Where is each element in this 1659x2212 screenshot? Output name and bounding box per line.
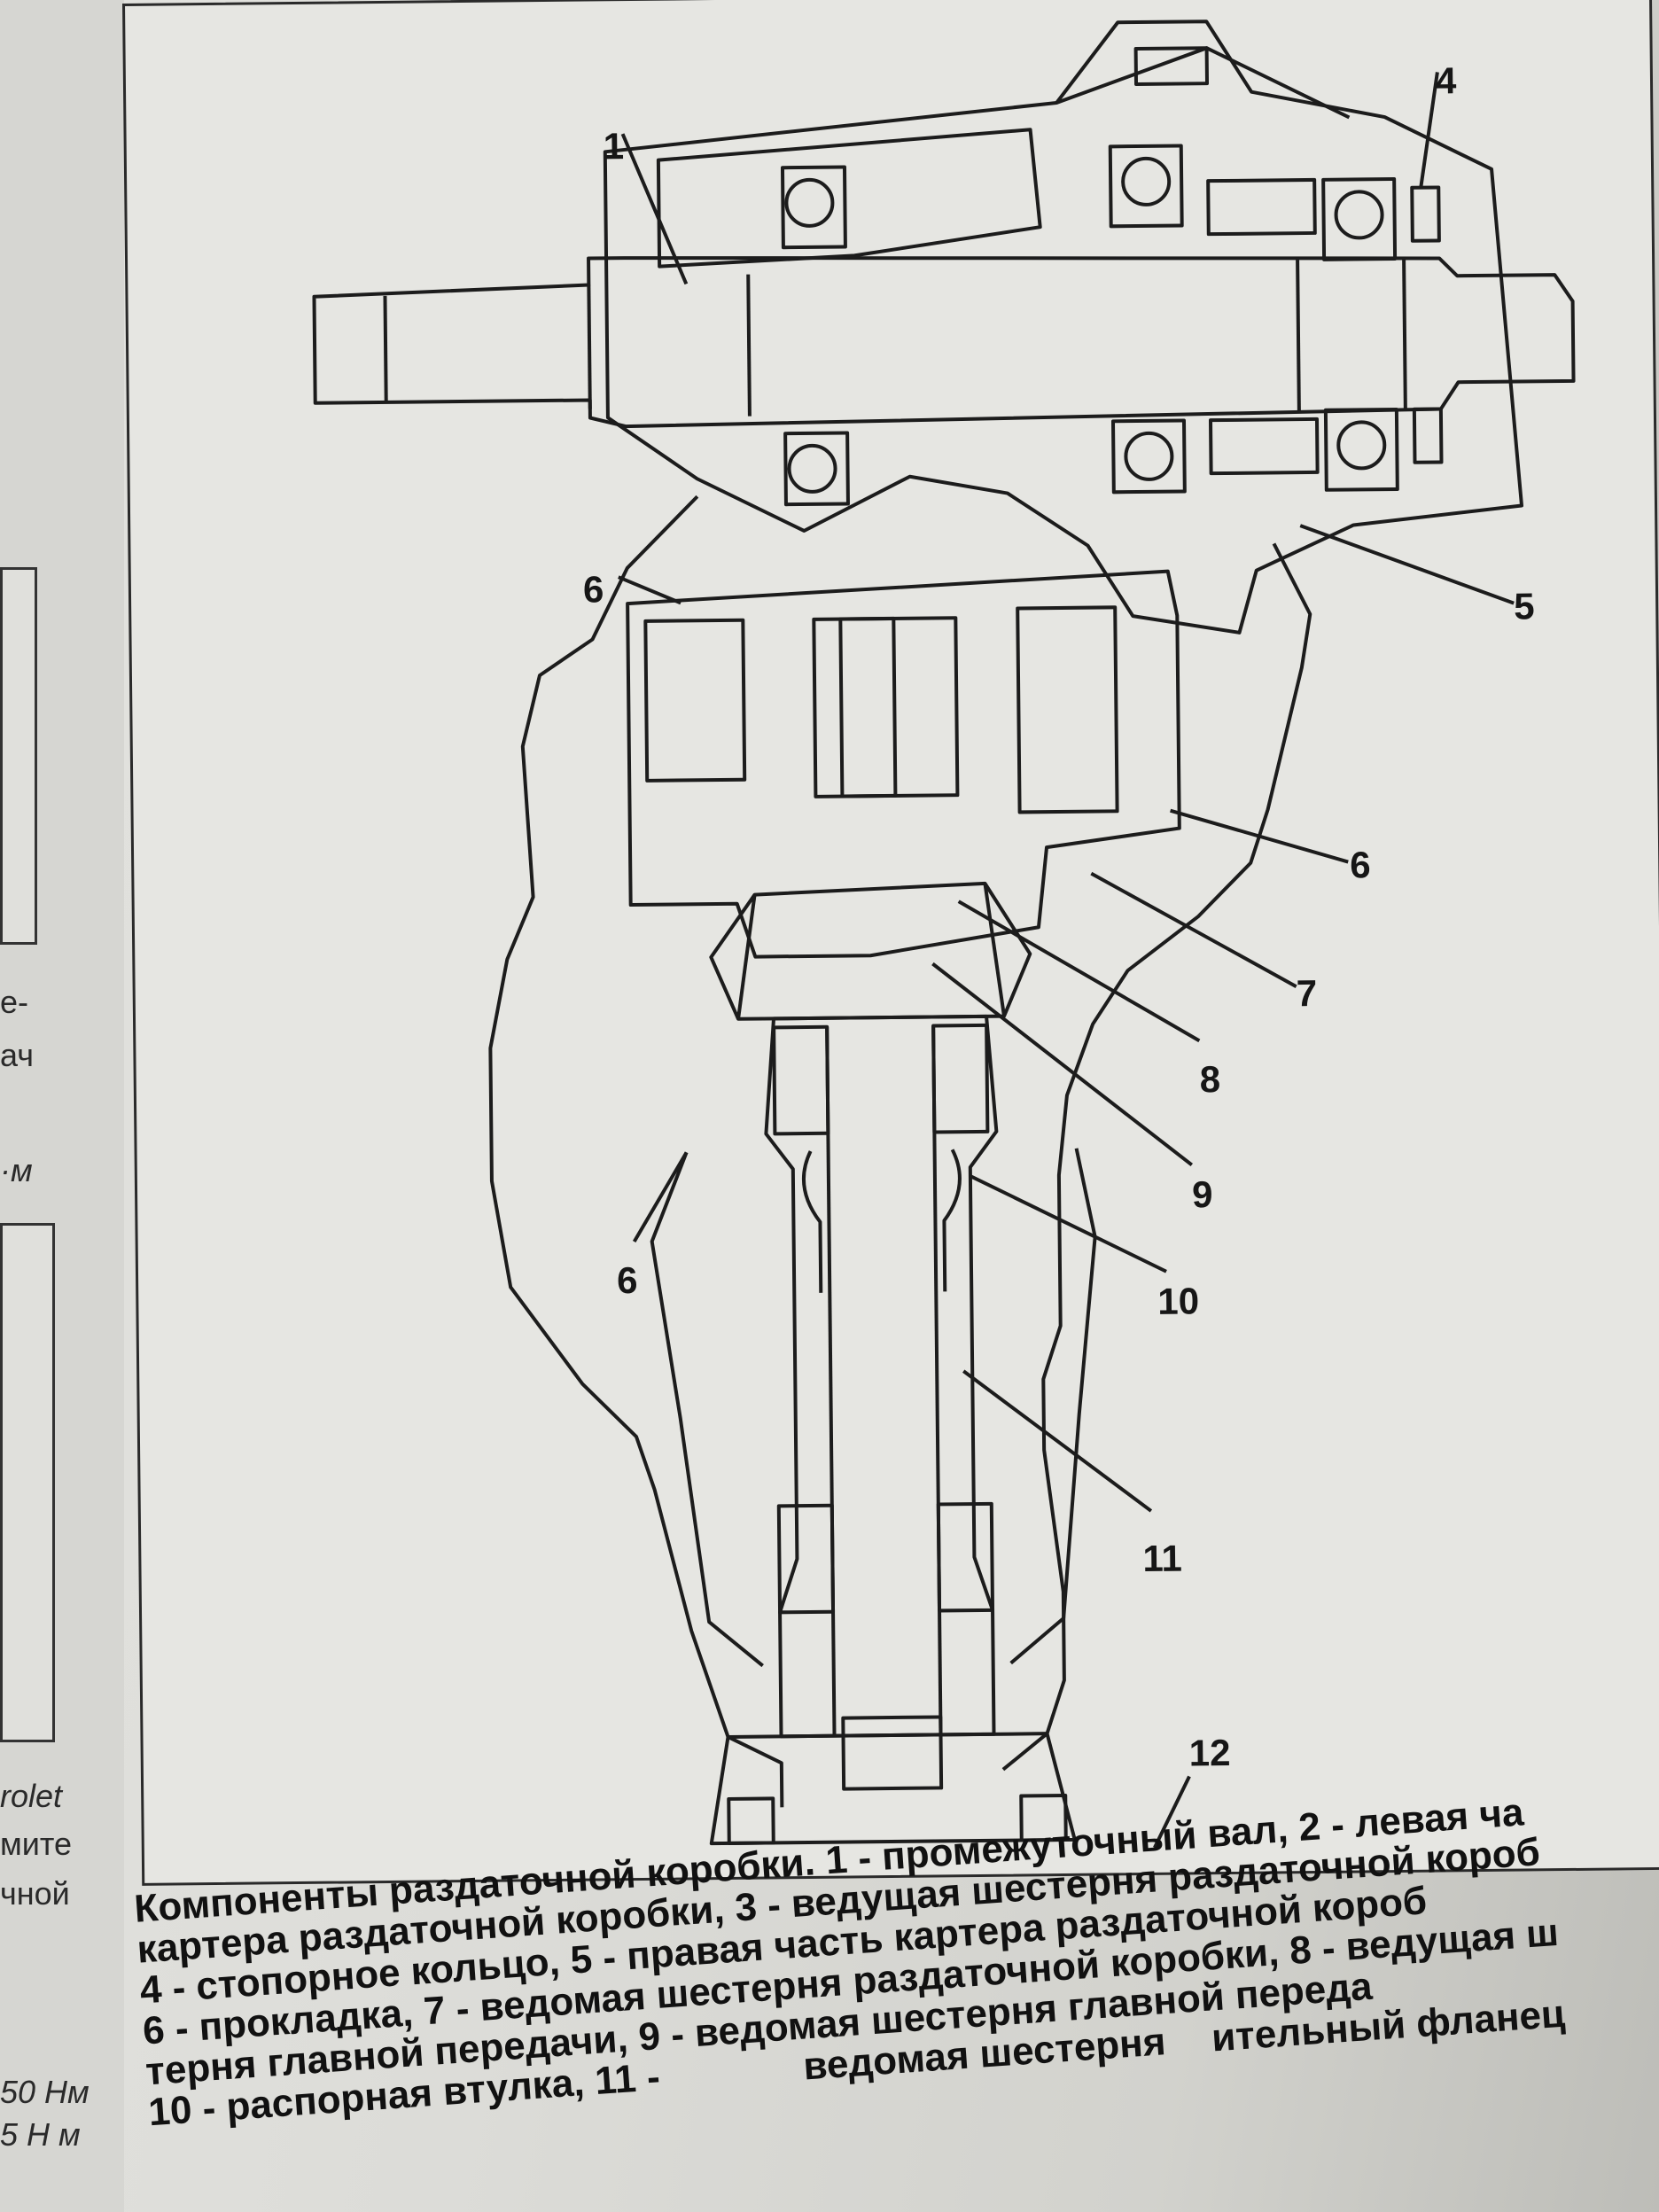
callout-11: 11 (1142, 1537, 1183, 1580)
callout-7: 7 (1296, 971, 1318, 1015)
callout-1: 1 (603, 125, 625, 167)
callout-6-right: 6 (1350, 844, 1371, 886)
callout-9: 9 (1191, 1173, 1213, 1216)
figure-frame: 1 4 5 6 6 6 7 8 9 10 11 12 (122, 0, 1659, 1886)
margin-fragment: е- (0, 984, 29, 1020)
callout-6-upper-left: 6 (582, 568, 604, 611)
margin-fragment: мите (0, 1826, 72, 1862)
left-page-margin (0, 0, 124, 2212)
callout-5: 5 (1513, 585, 1535, 627)
margin-fragment: rolet (0, 1778, 63, 1814)
transfer-case-cross-section-drawing (312, 19, 1576, 1849)
margin-fragment: 5 Н м (0, 2116, 81, 2153)
margin-fragment: чной (0, 1875, 70, 1912)
margin-fragment: ·м (0, 1152, 33, 1188)
callout-12: 12 (1188, 1732, 1231, 1774)
callout-10: 10 (1157, 1280, 1200, 1322)
margin-table-box (0, 567, 37, 945)
margin-fragment: 50 Нм (0, 2074, 90, 2110)
margin-table-box (0, 1223, 55, 1742)
callout-4: 4 (1435, 59, 1457, 102)
callout-6-lower-left: 6 (616, 1258, 638, 1302)
margin-fragment: ач (0, 1037, 34, 1073)
callout-8: 8 (1199, 1058, 1221, 1101)
